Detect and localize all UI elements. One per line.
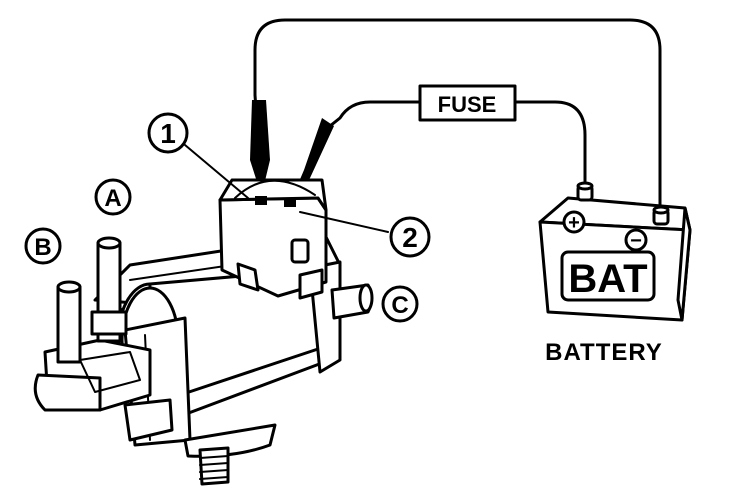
callout-1: 1	[147, 112, 249, 199]
solenoid-valve	[33, 178, 374, 486]
callout-a-label: A	[104, 185, 121, 212]
callout-2-label: 2	[402, 222, 418, 253]
wire-battery-negative-to-terminal-1	[253, 18, 662, 212]
callout-c: C	[381, 285, 419, 323]
battery-negative-terminal	[652, 205, 670, 226]
fuse: FUSE	[418, 84, 517, 122]
battery-panel-label: BAT	[568, 257, 647, 301]
mounting-stud	[183, 423, 277, 486]
wire-fuse-to-battery-positive	[513, 100, 587, 192]
battery-caption: BATTERY	[545, 339, 663, 366]
callout-b: B	[24, 227, 62, 265]
callout-a: A	[94, 178, 132, 216]
callout-1-label: 1	[160, 118, 176, 149]
callout-2: 2	[299, 211, 431, 258]
battery-minus-symbol: −	[630, 230, 642, 252]
valve-manifold	[33, 338, 152, 412]
callout-b-label: B	[34, 234, 51, 261]
electrical-connector	[218, 178, 328, 300]
battery-plus-symbol: +	[568, 212, 580, 234]
battery-positive-terminal	[576, 181, 594, 202]
wire-terminal-2-to-fuse	[323, 100, 422, 132]
fuse-label: FUSE	[438, 92, 497, 117]
port-c-nozzle	[330, 283, 374, 320]
battery: + − BAT	[538, 181, 692, 322]
port-a-tube	[90, 236, 128, 343]
port-b-tube	[56, 280, 82, 364]
callout-c-label: C	[391, 292, 408, 319]
